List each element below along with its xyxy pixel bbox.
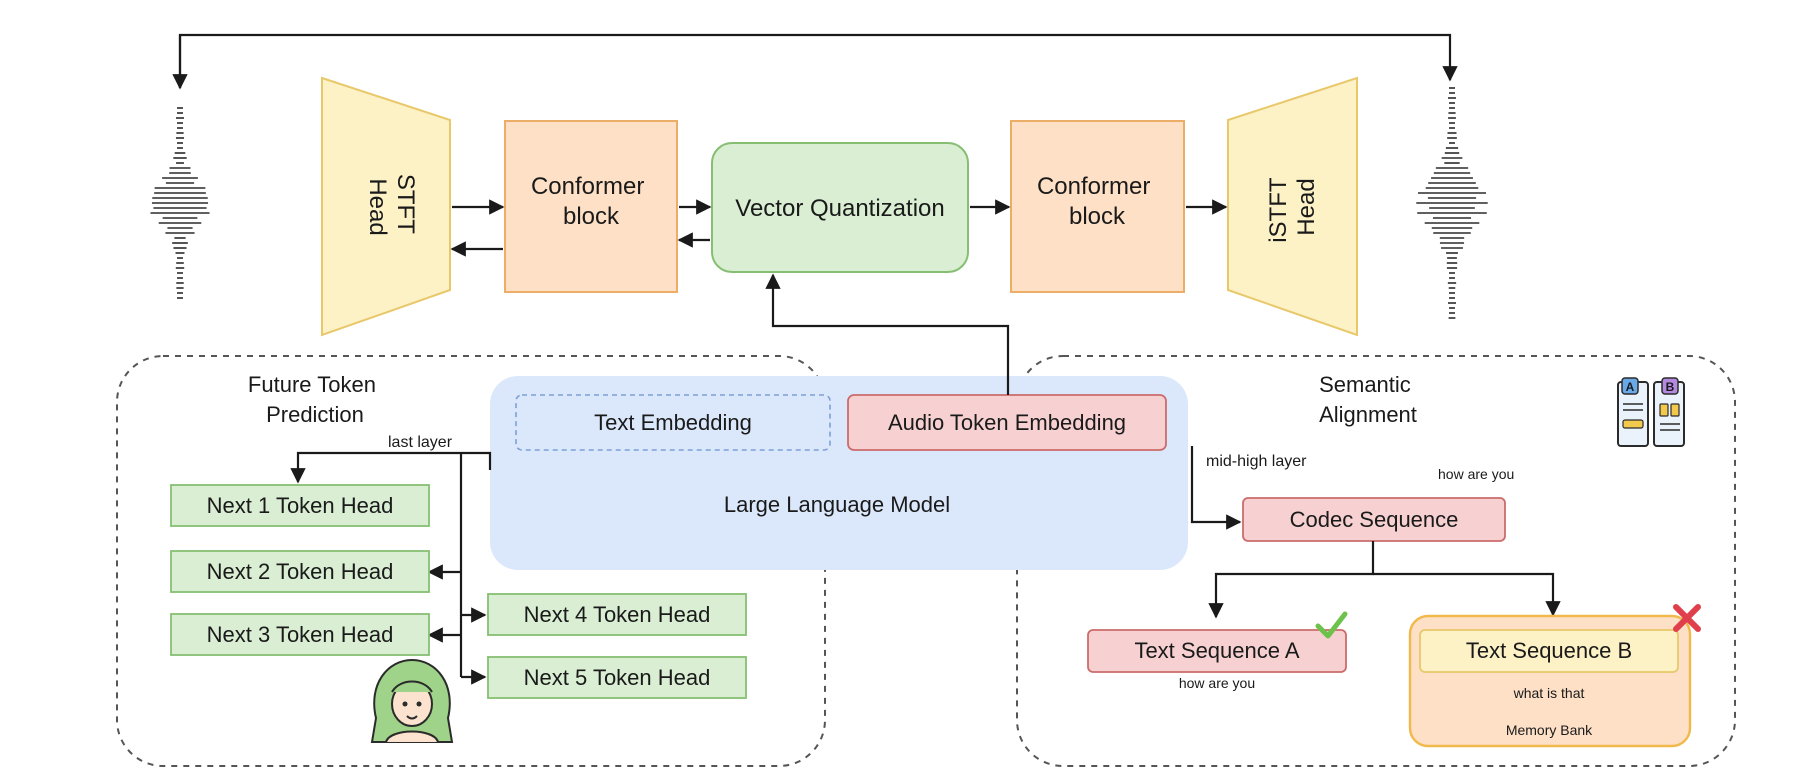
svg-text:Next 2 Token Head: Next 2 Token Head: [207, 559, 394, 584]
future-token-title: Future Token Prediction: [248, 372, 382, 427]
next-2-token-head: Next 2 Token Head: [170, 550, 430, 593]
memory-bank-label: Memory Bank: [1506, 722, 1593, 738]
decoder-conformer-block: [1010, 120, 1185, 293]
future-token-region: [116, 355, 826, 767]
semantic-alignment-title: Semantic Alignment: [1319, 372, 1417, 427]
codec-sequence-label: Codec Sequence: [1290, 507, 1459, 532]
vector-quantization-block: [711, 142, 969, 273]
ab-icon-letter-a: A: [1626, 380, 1635, 394]
next-3-token-head: Next 3 Token Head: [170, 613, 430, 656]
llm-to-codec-arrow: [1190, 446, 1242, 530]
audio-token-embedding-label: Audio Token Embedding: [888, 410, 1126, 435]
stft-head-label: STFT Head: [364, 174, 419, 240]
text-embedding-label: Text Embedding: [594, 410, 752, 435]
svg-text:Next 4 Token Head: Next 4 Token Head: [524, 602, 711, 627]
istft-head-block: [1227, 76, 1358, 337]
text-embedding-block: [515, 394, 831, 451]
cross-icon: [1673, 604, 1701, 632]
ab-comparison-icon: A B: [1617, 377, 1685, 447]
stft-head-block: [321, 76, 451, 337]
svg-text:Next 3 Token Head: Next 3 Token Head: [207, 622, 394, 647]
next-5-token-head: Next 5 Token Head: [487, 656, 747, 699]
svg-text:Next 5 Token Head: Next 5 Token Head: [524, 665, 711, 690]
llm-to-vq-arrow: [765, 273, 1010, 395]
codec-to-seq-a-arrow: [1208, 541, 1375, 619]
codec-to-seq-b-arrow: [1373, 572, 1561, 617]
next-4-token-head: Next 4 Token Head: [487, 593, 747, 636]
text-sequence-a-label: Text Sequence A: [1134, 638, 1299, 663]
mascot-avatar-icon: [370, 658, 454, 743]
codec-caption: how are you: [1438, 466, 1514, 482]
encoder-conformer-label: Conformer block: [531, 173, 651, 230]
ab-icon-letter-b: B: [1666, 380, 1675, 394]
check-icon: [1315, 611, 1348, 639]
text-sequence-a-caption: how are you: [1179, 675, 1255, 691]
next-1-token-head: Next 1 Token Head: [170, 484, 430, 527]
istft-head-label: iSTFT Head: [1265, 171, 1320, 243]
input-waveform-icon: [150, 107, 210, 299]
llm-to-next1-arrow: [290, 451, 492, 484]
text-sequence-b-label: Text Sequence B: [1466, 638, 1632, 663]
vector-quantization-label: Vector Quantization: [735, 195, 944, 222]
encoder-conformer-block: [504, 120, 678, 293]
text-sequence-a-block: [1087, 629, 1347, 673]
decoder-conformer-label: Conformer block: [1037, 173, 1157, 230]
last-layer-label: last layer: [388, 434, 453, 451]
output-waveform-icon: [1416, 87, 1488, 319]
text-sequence-b-block: [1419, 629, 1679, 673]
reconstruction-loop-arrow: [178, 33, 1458, 88]
large-language-model-label: Large Language Model: [724, 492, 950, 517]
mid-high-layer-label: mid-high layer: [1206, 453, 1307, 470]
svg-text:Next 1 Token Head: Next 1 Token Head: [207, 493, 394, 518]
text-sequence-b-caption: what is that: [1513, 685, 1585, 701]
